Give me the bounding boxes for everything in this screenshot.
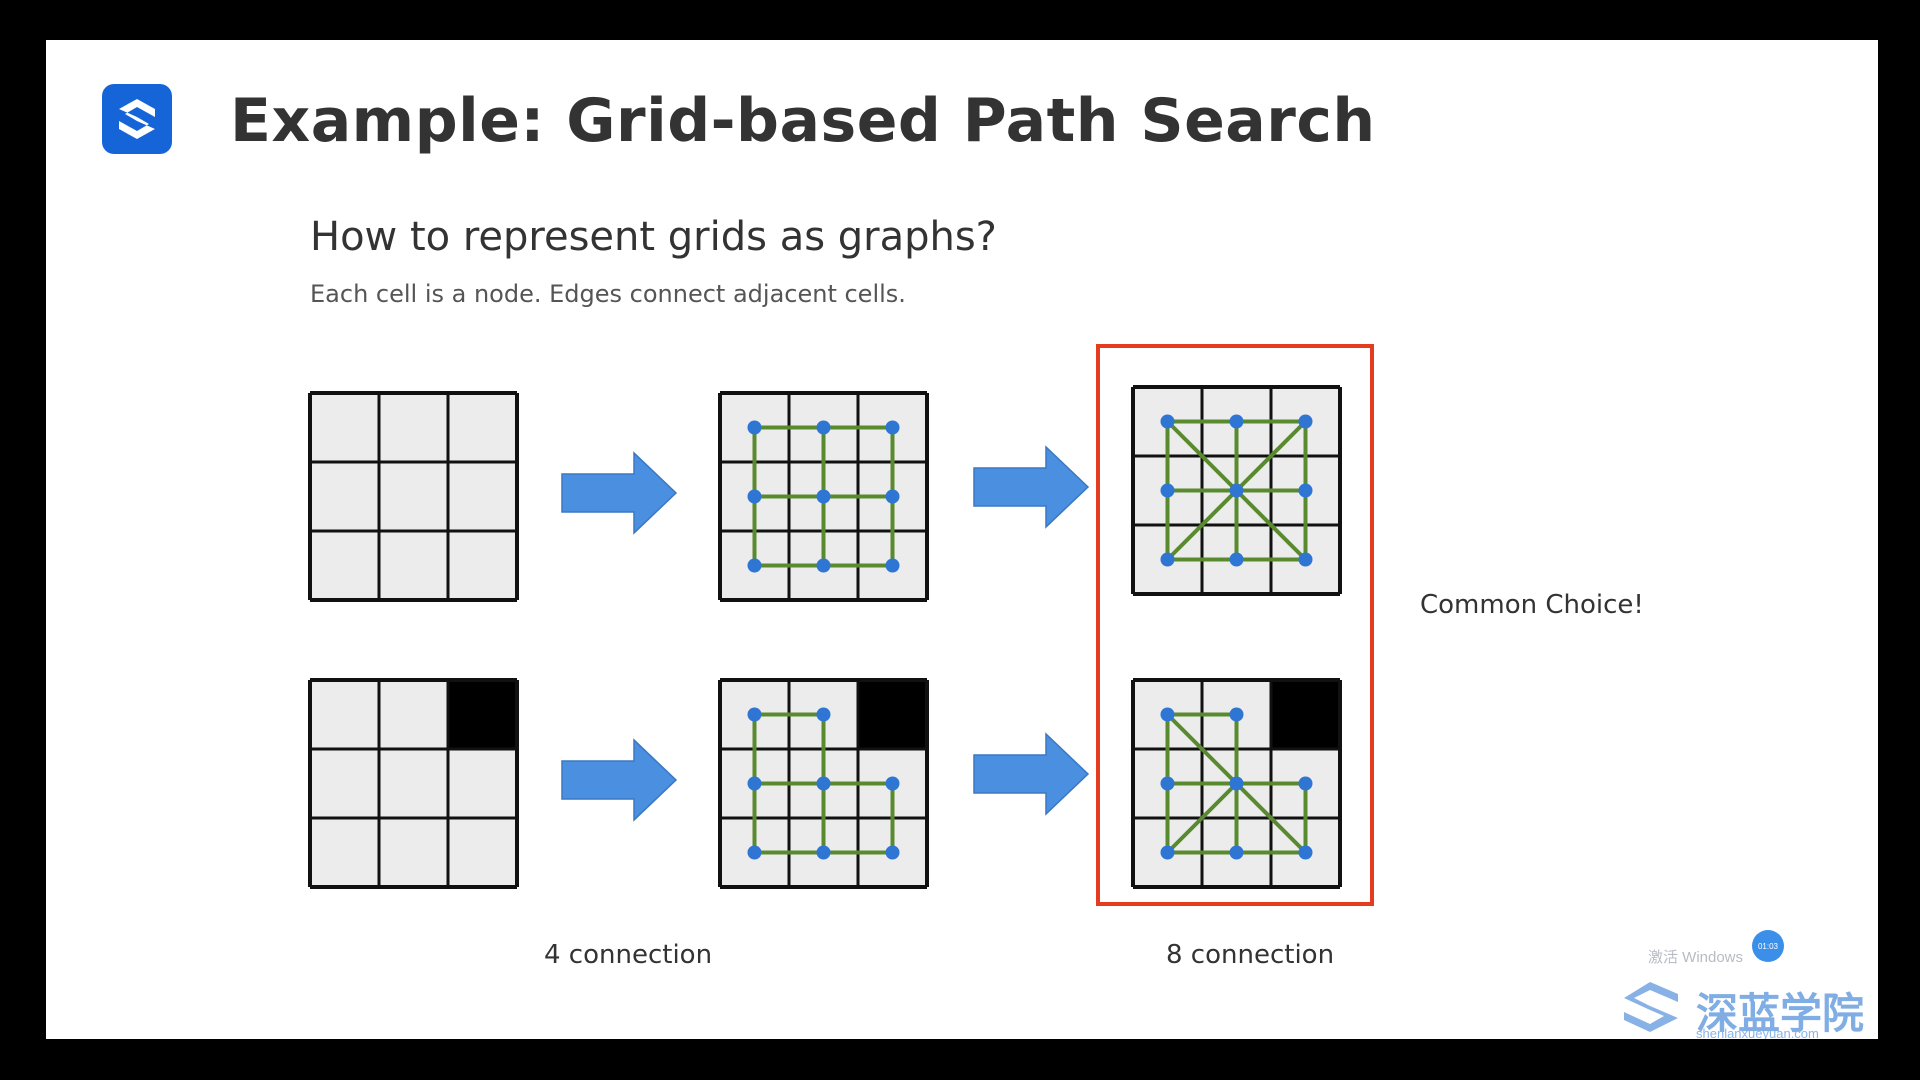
grid-8conn-bottom-node [1229,776,1244,791]
arrow-right-icon [561,738,678,822]
grid-4conn-bottom-node [747,845,762,860]
grid-8conn-top-node [1298,414,1313,429]
activate-windows-text: 激活 Windows [1648,949,1744,966]
grid-4conn-bottom-node [816,845,831,860]
grid-4conn-top-node [747,420,762,435]
grid-plain-top-background [310,393,517,600]
grid-8conn-bottom-edge [1166,782,1238,854]
grid-8conn-bottom-node [1298,776,1313,791]
grid-4conn-top-node [816,420,831,435]
grid-4conn-top-node [816,558,831,573]
grid-8conn-top-node [1298,552,1313,567]
grid-4conn-bottom-node [747,776,762,791]
grid-4conn-bottom-node [885,845,900,860]
grid-8conn-bottom-node [1229,707,1244,722]
brand-logo-icon [1624,982,1678,1032]
grid-8conn-bottom-obstacle-cell [1271,680,1340,749]
description: Each cell is a node. Edges connect adjac… [310,280,906,308]
label-4-connection: 4 connection [544,940,713,970]
grid-8conn-bottom-node [1160,707,1175,722]
logo [102,84,172,154]
grid-8conn-top-node [1298,483,1313,498]
highlight-box [1096,344,1374,906]
grid-8conn-bottom-node [1229,845,1244,860]
grid-8conn-top-node [1160,483,1175,498]
grid-plain-bottom-obstacle-cell [448,680,517,749]
grid-4conn-bottom-node [816,707,831,722]
grid-8conn-top-node [1160,414,1175,429]
grid-8conn-top-node [1229,552,1244,567]
grid-4conn-top-node [747,558,762,573]
slide: Example: Grid-based Path Search How to r… [46,40,1878,1039]
grid-8conn-top-node [1160,552,1175,567]
timer-badge: 01:03 [1752,930,1784,962]
grid-4conn-top-node [816,489,831,504]
grid-4conn-bottom-node [747,707,762,722]
grid-8conn-top-node [1229,414,1244,429]
grid-8conn-bottom-node [1298,845,1313,860]
grid-4conn-top-node [747,489,762,504]
grid-graph-diagram [308,344,1374,906]
grid-8conn-top-node [1229,483,1244,498]
grid-8conn-bottom-node [1160,776,1175,791]
brand-url: shenlanxueyuan.com [1696,1026,1819,1039]
common-choice-label: Common Choice! [1420,590,1644,620]
grid-8conn-bottom-node [1160,845,1175,860]
s-logo-icon [119,99,155,139]
grid-4conn-top-node [885,420,900,435]
page-title: Example: Grid-based Path Search [230,86,1376,156]
arrow-right-icon [561,451,678,535]
grid-4conn-bottom-node [816,776,831,791]
arrow-right-icon [973,732,1090,816]
grid-4conn-bottom-obstacle-cell [858,680,927,749]
grid-4conn-bottom-node [885,776,900,791]
grid-4conn-top-node [885,558,900,573]
brand-name: 深蓝学院 [1696,989,1865,1038]
arrow-right-icon [973,445,1090,529]
label-8-connection: 8 connection [1166,940,1335,970]
subtitle: How to represent grids as graphs? [310,214,997,260]
grid-4conn-top-node [885,489,900,504]
